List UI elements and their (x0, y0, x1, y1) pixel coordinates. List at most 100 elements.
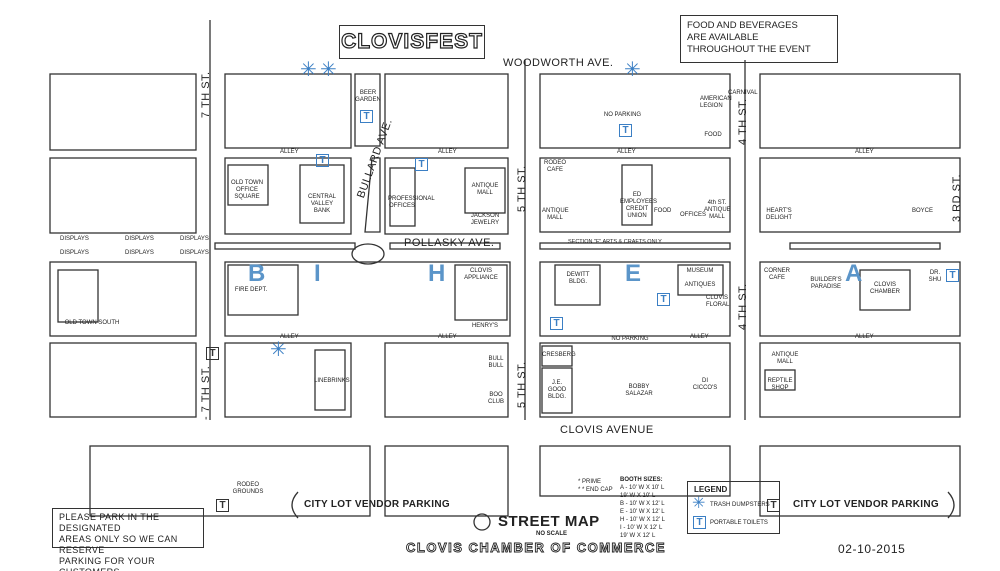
street-label-5th-top: 5 TH ST. (516, 165, 528, 212)
place-corner-cafe: CORNER CAFE (764, 268, 791, 281)
displays-label: DISPLAYS (60, 236, 89, 242)
map-date: 02-10-2015 (838, 542, 906, 556)
place-carnival: CARNIVAL (728, 90, 758, 96)
displays-label: DISPLAYS (125, 236, 154, 242)
place-linebrinks: LINEBRINKS (314, 378, 350, 384)
block-antique-mall (384, 157, 509, 235)
section-letter-b: B (248, 260, 266, 287)
place-dr-shu: DR. SHU (928, 270, 942, 283)
block-antique-mall-south (759, 342, 961, 418)
map-legend: LEGEND ✳ TRASH DUMPSTERS T PORTABLE TOIL… (687, 481, 780, 534)
place-je-good: J.E. GOOD BLDG. (547, 380, 567, 400)
place-food-top: FOOD (704, 132, 722, 138)
booth-strip-far-east (789, 242, 941, 250)
place-antiques: ANTIQUES (684, 282, 716, 288)
block-bullard-curve (364, 157, 381, 233)
legend-toilet-icon: T (693, 516, 706, 529)
booth-size-row: E - 10' W X 12' L (620, 509, 665, 515)
bldg-cresberg (541, 345, 573, 367)
block-corner-cafe (759, 261, 961, 337)
toilet-marker: T (619, 124, 632, 137)
parking-note-line: PLEASE PARK IN THE DESIGNATED (59, 512, 160, 533)
alley-label: ALLEY (855, 334, 874, 340)
place-bull-bull: BULL BULL (488, 356, 504, 369)
place-american-legion: AMERICAN LEGION (700, 96, 732, 109)
place-antique-mall-3: ANTIQUE MALL (771, 352, 799, 365)
street-label-pollasky: POLLASKY AVE. (404, 237, 495, 249)
booth-strip-mid (389, 242, 501, 250)
north-arrow (473, 513, 491, 531)
block-no-parking-lot (539, 342, 731, 418)
trash-dumpster-icon: ✳ (624, 59, 641, 81)
alley-label: ALLEY (438, 334, 457, 340)
food-beverages-note: FOOD AND BEVERAGES ARE AVAILABLE THROUGH… (680, 15, 838, 63)
map-title: CLOVISFEST (339, 25, 485, 59)
section-letter-a: A (845, 260, 863, 287)
block-vendor-lot-west (384, 445, 509, 517)
place-boyce: BOYCE (912, 208, 934, 214)
block-fire-dept (224, 261, 511, 337)
alley-label: ALLEY (438, 149, 457, 155)
street-label-clovis: CLOVIS AVENUE (560, 424, 654, 436)
place-old-town-south: OLD TOWN SOUTH (64, 320, 120, 326)
displays-label: DISPLAYS (180, 250, 209, 256)
block-rodeo-grounds (89, 445, 371, 517)
street-label-woodworth: WOODWORTH AVE. (503, 57, 614, 69)
place-dewitt: DEWITT BLDG. (566, 272, 590, 285)
booth-sizes: BOOTH SIZES: A - 10' W X 10' L 19' W X 1… (620, 476, 665, 540)
alley-label: ALLEY (855, 149, 874, 155)
parking-note-line: AREAS ONLY SO WE CAN RESERVE (59, 534, 178, 555)
place-cresberg: CRESBERG (542, 352, 576, 358)
symbol-key-endcap: * * END CAP (578, 487, 613, 493)
place-fire-dept: FIRE DEPT. (234, 287, 268, 293)
legend-title: LEGEND (694, 485, 728, 494)
alley-label: ALLEY (280, 149, 299, 155)
arrow-vendor-left (291, 491, 299, 519)
parking-note: PLEASE PARK IN THE DESIGNATED AREAS ONLY… (52, 508, 204, 571)
street-label-3rd: 3 RD ST. (951, 173, 963, 222)
block-7th-west-south (49, 342, 197, 418)
vendor-parking-right: CITY LOT VENDOR PARKING (793, 499, 939, 510)
toilet-marker: T (946, 269, 959, 282)
displays-label: DISPLAYS (180, 236, 209, 242)
block-7th-west-north (49, 73, 197, 151)
place-central-valley-bank: CENTRAL VALLEY BANK (307, 194, 336, 214)
booth-size-row: A - 10' W X 10' L (620, 485, 665, 491)
trash-dumpster-icon: ✳ (270, 339, 287, 361)
bldg-reptile-shop (764, 369, 796, 391)
place-no-parking-lot: NO PARKING (611, 336, 649, 342)
place-antique-mall-1: ANTIQUE MALL (471, 183, 499, 196)
bldg-dewitt (554, 264, 601, 306)
block-carnival-north (759, 73, 961, 149)
alley-label: ALLEY (690, 334, 709, 340)
food-note-line: ARE AVAILABLE (687, 32, 759, 43)
section-letter-h: H (428, 260, 446, 287)
place-museum: MUSEUM (686, 268, 714, 274)
arrow-vendor-right (947, 491, 955, 519)
place-no-parking-top: NO PARKING (603, 112, 642, 118)
bldg-museum (677, 264, 724, 296)
street-label-4th-top: 4 TH ST. (737, 98, 749, 145)
block-beer-garden (354, 73, 381, 147)
place-beer-garden: BEER GARDEN (355, 90, 381, 103)
place-clovis-chamber: CLOVIS CHAMBER (869, 282, 900, 295)
fountain (351, 243, 385, 265)
place-rodeo-cafe: RODEO CAFE (543, 160, 566, 173)
booth-strip-east (539, 242, 731, 250)
toilet-marker: T (360, 110, 373, 123)
street-label-4th-bottom: 4 TH ST. (737, 283, 749, 330)
booth-size-row: 19' W X 12' L (620, 533, 656, 539)
block-7th-west-mid (49, 157, 197, 234)
place-offices: OFFICES (680, 212, 707, 218)
place-old-town-office: OLD TOWN OFFICE SQUARE (230, 180, 264, 200)
parking-note-line: PARKING FOR YOUR CUSTOMERS (59, 556, 156, 571)
symbol-key-prime: * PRIME (578, 479, 602, 485)
place-builders-paradise: BUILDER'S PARADISE (810, 277, 842, 290)
booth-size-row: 19' W X 10' L (620, 493, 656, 499)
block-old-town-south (49, 261, 197, 337)
toilet-marker: T (316, 154, 329, 167)
block-5th-north (384, 73, 509, 149)
vendor-parking-left: CITY LOT VENDOR PARKING (304, 499, 450, 510)
toilet-marker: T (206, 347, 219, 360)
place-jackson-jewelry: JACKSON JEWELRY (470, 213, 500, 226)
